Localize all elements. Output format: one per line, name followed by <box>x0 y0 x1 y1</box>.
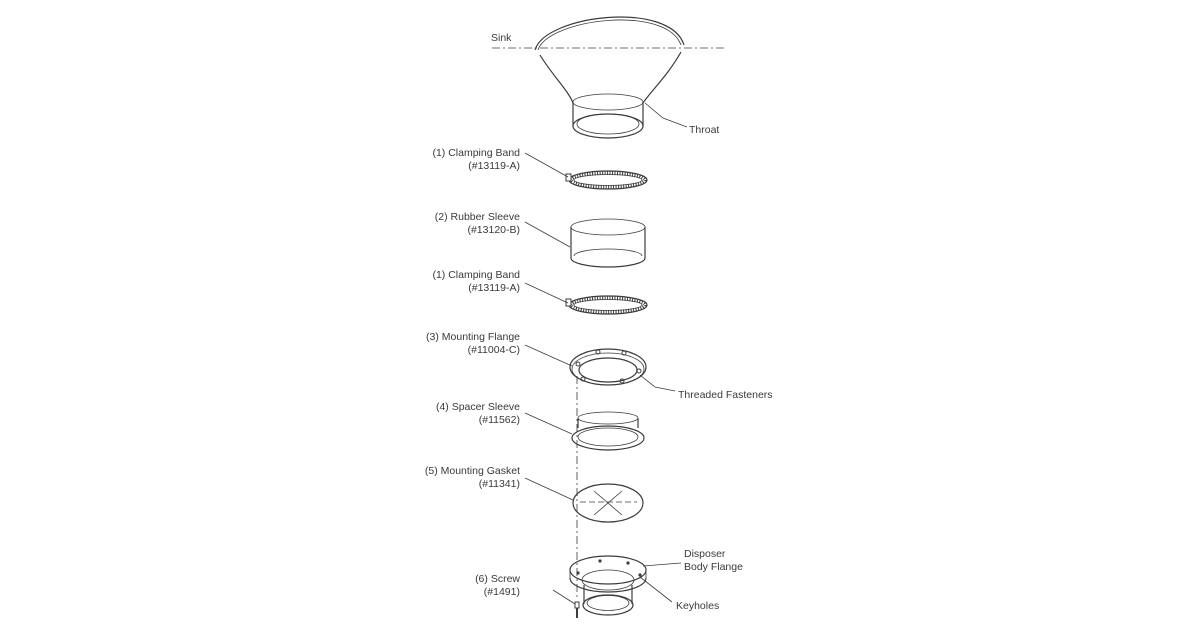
label-rubber-sleeve-part: (#13120-B) <box>467 224 520 236</box>
clamping-band-1-part <box>565 170 648 190</box>
sink-bowl-left <box>539 54 574 104</box>
sink-bowl-right <box>642 51 682 104</box>
fasteners-leader <box>639 374 676 392</box>
label-spacer-sleeve: (4) Spacer Sleeve <box>436 401 520 413</box>
label-spacer-sleeve-part: (#11562) <box>479 414 520 426</box>
sleeve-bottom <box>570 257 646 268</box>
sink-part <box>492 16 725 104</box>
gasket-leader <box>524 477 574 501</box>
flange-outer-lower <box>571 352 645 386</box>
disposer-body-flange-part <box>569 555 647 616</box>
body-neck-inner <box>586 595 630 611</box>
band2-inner <box>573 299 643 311</box>
sleeve-bottom-inner <box>573 248 643 257</box>
mounting-flange-part <box>569 348 647 386</box>
label-rubber-sleeve: (2) Rubber Sleeve <box>435 211 520 223</box>
throat-part <box>572 93 644 139</box>
keyholes-leader <box>639 576 673 603</box>
screw-leader <box>552 589 576 605</box>
keyhole <box>626 561 630 565</box>
label-mounting-flange-part: (#11004-C) <box>468 344 520 356</box>
throat-bottom-inner <box>576 113 640 135</box>
label-mounting-gasket: (5) Mounting Gasket <box>425 465 520 477</box>
spacer-sleeve-part <box>571 411 645 451</box>
flange-fastener <box>621 350 627 356</box>
screw-head <box>574 601 580 609</box>
label-keyholes: Keyholes <box>676 600 719 612</box>
label-clamping-band-1-part: (#13119-A) <box>468 160 520 172</box>
spacer-lip <box>571 425 645 451</box>
band1-screw-housing <box>565 173 572 182</box>
sleeve-leader <box>524 221 571 248</box>
keyhole <box>638 573 642 577</box>
spacer-leader <box>524 412 573 435</box>
flange-leader <box>524 344 573 367</box>
label-mounting-flange: (3) Mounting Flange <box>426 331 520 343</box>
spacer-top <box>577 411 639 425</box>
band1-serrations <box>569 171 647 189</box>
band1-inner <box>573 174 643 186</box>
screw-part <box>574 601 580 618</box>
throat-top-edge <box>572 93 644 111</box>
flange-fastener <box>595 349 601 355</box>
sleeve-top <box>570 218 646 236</box>
clamping-band-2-part <box>565 295 648 315</box>
sink-rim <box>534 16 685 51</box>
body-flange-leader <box>642 562 682 567</box>
flange-fastener <box>636 368 642 374</box>
label-screw: (6) Screw <box>475 573 520 585</box>
body-flange-opening <box>581 569 635 591</box>
gasket-slit <box>593 490 623 516</box>
flange-fastener <box>580 376 586 382</box>
throat-leader <box>644 102 688 128</box>
label-screw-part: (#1491) <box>484 586 520 598</box>
flange-fastener <box>619 378 625 384</box>
label-throat: Throat <box>689 124 719 136</box>
mounting-gasket-part <box>572 483 644 523</box>
flange-inner <box>578 357 638 383</box>
label-sink: Sink <box>491 32 512 44</box>
label-disposer-line1: Disposer <box>684 548 726 560</box>
band1-leader <box>524 152 569 178</box>
label-clamping-band-2-part: (#13119-A) <box>468 282 520 294</box>
sink-rim-inner <box>537 19 682 51</box>
label-threaded-fasteners: Threaded Fasteners <box>678 389 773 401</box>
leader-lines <box>524 102 688 605</box>
spacer-lip-inner <box>577 427 639 447</box>
gasket-outline <box>572 483 644 523</box>
body-neck-ring <box>582 594 634 616</box>
label-clamping-band-2: (1) Clamping Band <box>432 269 520 281</box>
keyhole <box>598 559 602 563</box>
rubber-sleeve-part <box>570 218 646 268</box>
body-flange-bottom <box>569 577 647 593</box>
flange-fastener <box>575 361 581 367</box>
label-disposer-line2: Body Flange <box>684 561 743 573</box>
label-clamping-band-1: (1) Clamping Band <box>432 147 520 159</box>
band2-serrations <box>569 296 647 314</box>
label-mounting-gasket-part: (#11341) <box>479 478 520 490</box>
band2-leader <box>524 282 569 304</box>
